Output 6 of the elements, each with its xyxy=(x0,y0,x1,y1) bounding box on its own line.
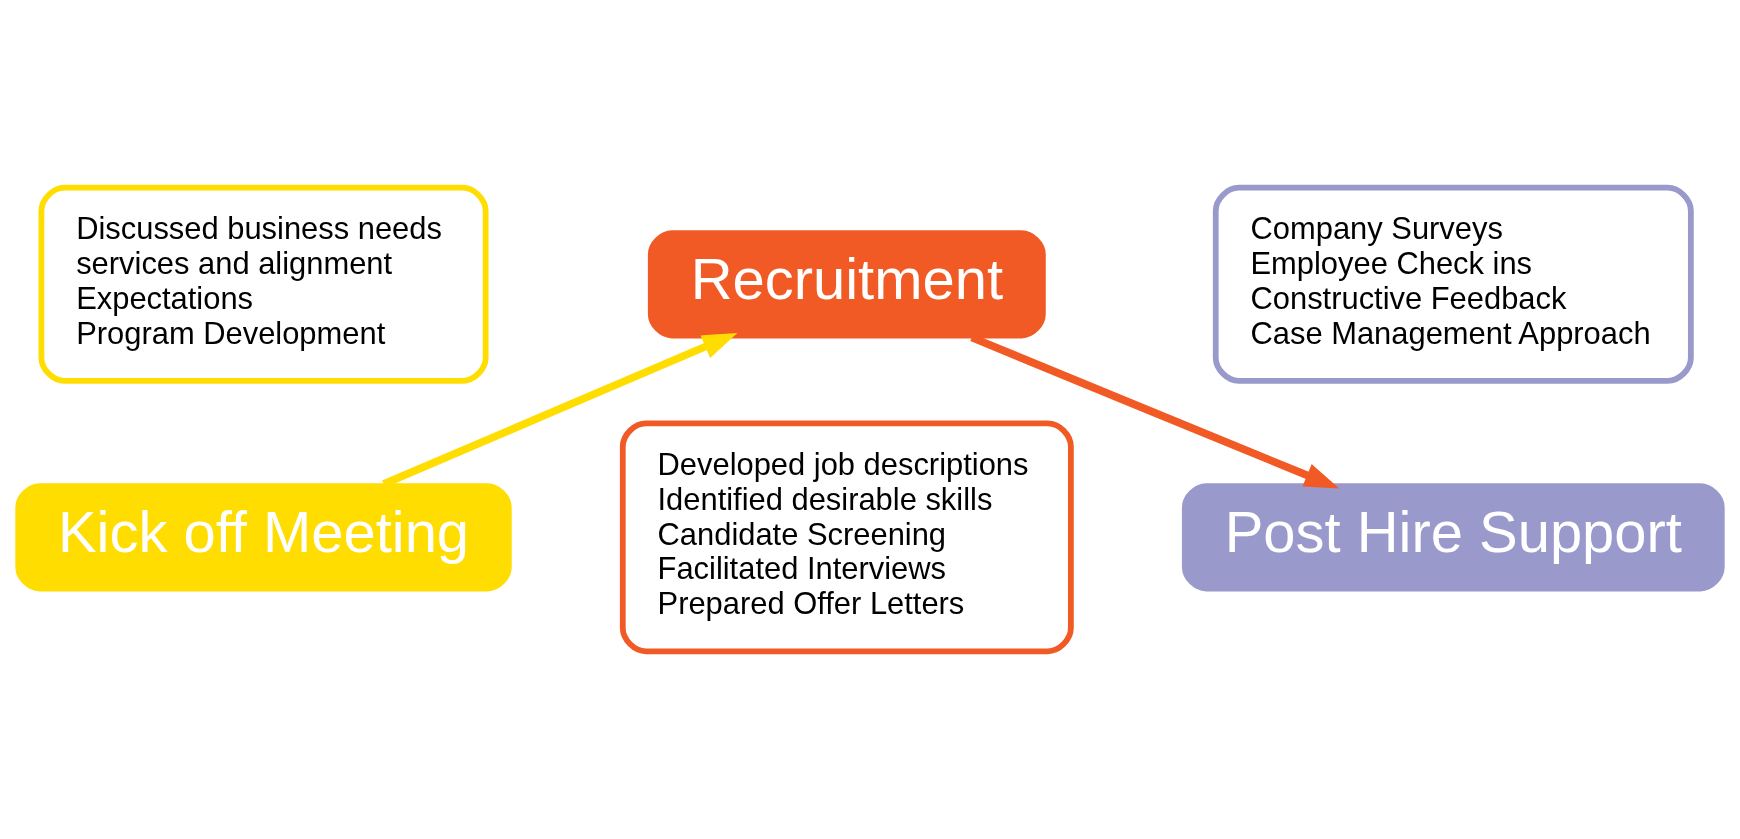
node-box: Company Surveys Employee Check ins Constructive Feedback Case Management Approach xyxy=(1212,184,1694,384)
node-box: Post Hire Support xyxy=(1181,483,1725,592)
node-box: Developed job descriptions Identified desirable skills Candidate Screening Facilitated Interviews Prepared Offer Letters xyxy=(619,420,1074,655)
node-box: Kick off Meeting xyxy=(15,483,512,592)
node-box: Recruitment xyxy=(647,230,1046,339)
node-box: Discussed business needs services and alignment Expectations Program Development xyxy=(38,184,489,384)
